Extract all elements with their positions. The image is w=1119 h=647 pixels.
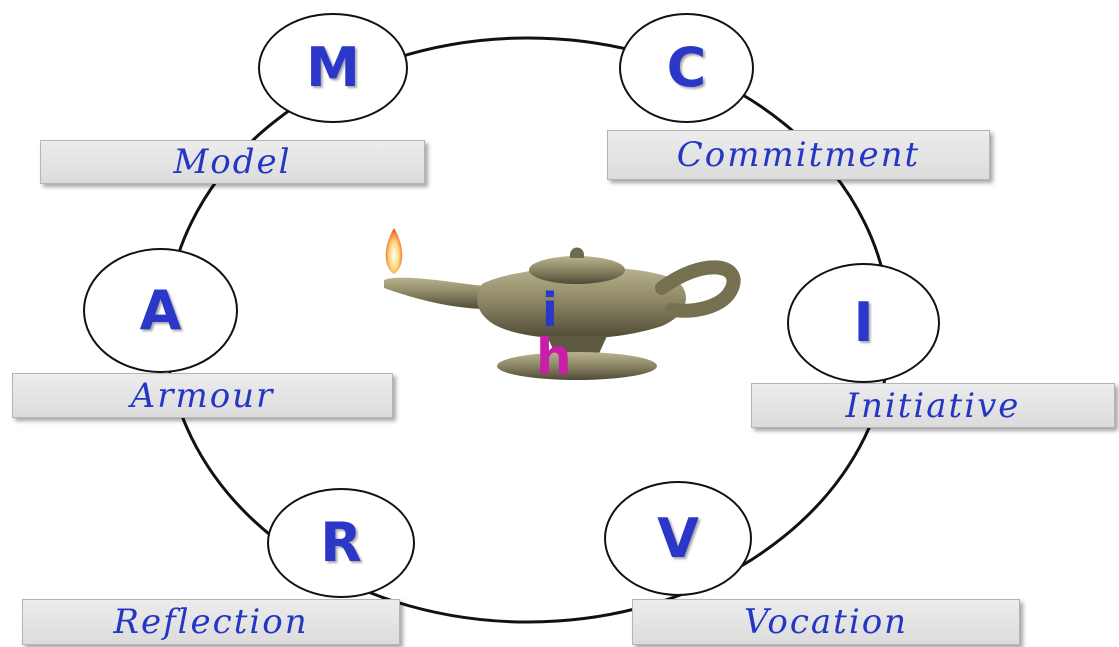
lamp-lid-knob [569,247,585,258]
label-model-text: Model [173,142,292,182]
lamp-body [477,266,686,339]
label-initiative: Initiative [751,383,1115,428]
lamp-spout [384,277,507,309]
lamp-base [497,352,657,380]
lamp-letter-h: h [536,328,572,386]
oil-lamp-icon: i h [384,228,741,386]
node-m-letter: M [306,36,360,99]
node-r: R [267,488,415,598]
node-v: V [604,481,752,596]
label-reflection: Reflection [22,599,400,645]
label-vocation: Vocation [632,599,1020,645]
node-a-letter: A [139,278,182,342]
node-r-letter: R [320,511,362,574]
node-i-letter: I [853,291,874,354]
node-m: M [258,13,408,123]
node-i: I [787,263,940,383]
label-commitment: Commitment [607,130,990,180]
label-armour: Armour [12,373,393,418]
label-vocation-text: Vocation [743,602,909,642]
lamp-letter-i: i [542,283,558,337]
label-initiative-text: Initiative [845,385,1021,426]
node-a: A [83,248,238,373]
node-v-letter: V [657,506,699,570]
lamp-flame [385,228,403,274]
lamp-lid [529,256,625,284]
node-c: C [619,13,754,123]
label-commitment-text: Commitment [676,135,921,175]
label-model: Model [40,140,425,184]
label-armour-text: Armour [130,375,275,416]
label-reflection-text: Reflection [113,602,309,642]
lamp-handle [655,260,741,318]
node-c-letter: C [666,36,707,99]
